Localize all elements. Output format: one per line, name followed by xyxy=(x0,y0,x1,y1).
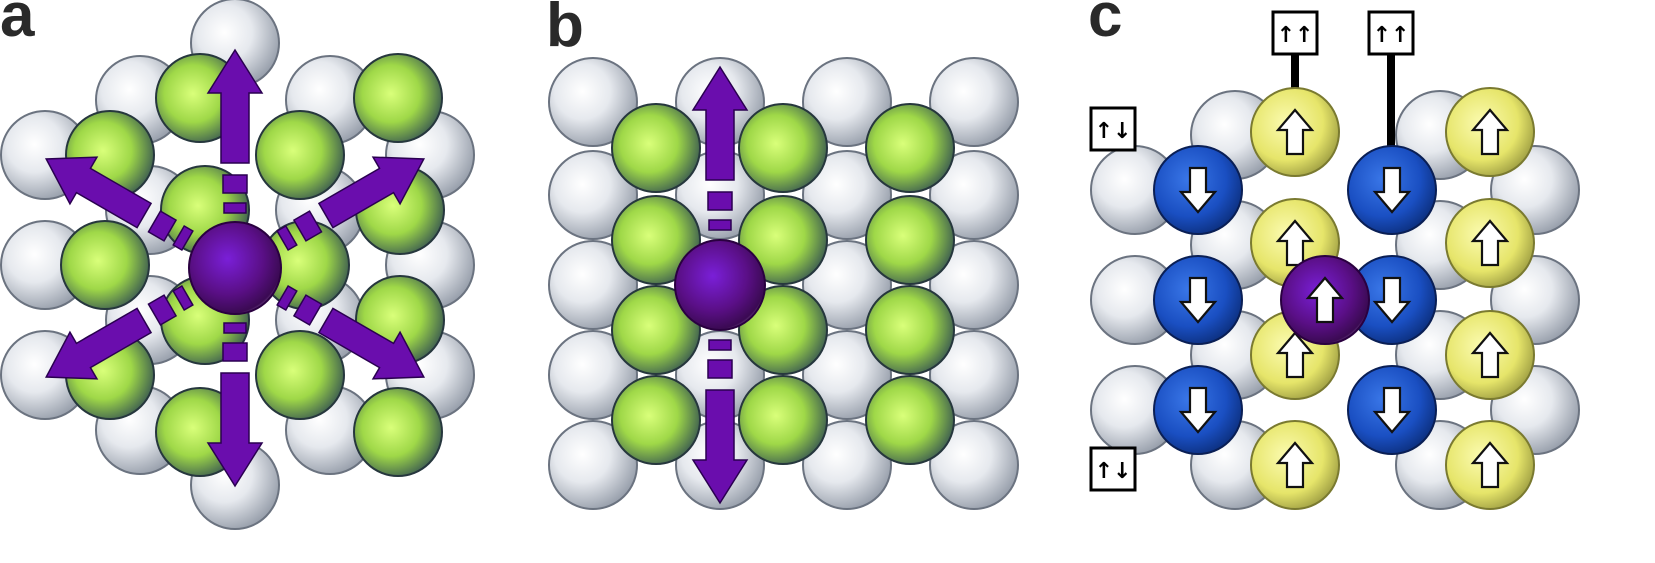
arrow-head xyxy=(691,389,749,505)
spin-box-side-lower-label: ↑↓ xyxy=(1095,459,1132,484)
arrow-dash xyxy=(147,294,178,326)
substrate-atom xyxy=(802,420,892,510)
arrow-dash xyxy=(707,191,733,211)
substrate-atom xyxy=(548,330,638,420)
panel-c-antiferro-lattice xyxy=(1090,54,1580,510)
first-layer-atom xyxy=(611,285,701,375)
adatom xyxy=(188,221,282,315)
substrate-atom xyxy=(929,240,1019,330)
arrow-head xyxy=(206,48,264,164)
arrow-dash xyxy=(707,359,733,379)
spin-box-top-right-label: ↑↑ xyxy=(1373,23,1410,48)
arrow-head xyxy=(691,65,749,181)
diffusion-arrow xyxy=(691,65,749,231)
first-layer-atom xyxy=(255,330,345,420)
arrow-up-icon xyxy=(1305,276,1345,324)
substrate-atom xyxy=(802,150,892,240)
arrow-up-icon xyxy=(1470,441,1510,489)
arrow-up-icon xyxy=(1470,219,1510,267)
spin-box-side-upper-label: ↑↓ xyxy=(1095,119,1132,144)
first-layer-atom xyxy=(738,103,828,193)
first-layer-atom xyxy=(611,195,701,285)
arrow-down-icon xyxy=(1372,386,1412,434)
substrate-atom xyxy=(929,150,1019,240)
substrate-atom xyxy=(929,420,1019,510)
arrow-dash xyxy=(222,342,248,362)
panel-label-b: b xyxy=(546,0,584,60)
spin-box-side-lower: ↑↓ xyxy=(1089,446,1137,492)
first-layer-atom xyxy=(255,110,345,200)
panel-a-hex-lattice xyxy=(0,0,475,530)
diffusion-arrow xyxy=(276,156,426,252)
substrate-atom xyxy=(802,57,892,147)
substrate-atom xyxy=(548,57,638,147)
diffusion-arrow xyxy=(206,48,264,214)
panel-label-c: c xyxy=(1088,0,1122,50)
arrow-dash xyxy=(147,210,178,242)
arrow-head xyxy=(317,156,426,229)
first-layer-atom xyxy=(353,387,443,477)
diffusion-arrow xyxy=(206,322,264,488)
arrow-up-icon xyxy=(1470,331,1510,379)
first-layer-atom xyxy=(738,285,828,375)
arrow-dash xyxy=(222,174,248,194)
spin-box-side-upper: ↑↓ xyxy=(1089,106,1137,152)
first-layer-atom xyxy=(865,375,955,465)
arrow-dash xyxy=(276,224,298,252)
first-layer-atom xyxy=(60,220,150,310)
arrow-dash xyxy=(172,224,194,252)
arrow-dash xyxy=(292,210,323,242)
substrate-atom xyxy=(802,330,892,420)
substrate-atom xyxy=(929,330,1019,420)
first-layer-atom xyxy=(865,195,955,285)
substrate-atom xyxy=(548,420,638,510)
substrate-atom xyxy=(802,240,892,330)
arrow-dash xyxy=(276,284,298,312)
first-layer-atom xyxy=(353,53,443,143)
arrow-dash xyxy=(292,294,323,326)
spin-box-top-left: ↑↑ xyxy=(1271,10,1319,56)
arrow-dash xyxy=(708,219,732,231)
arrow-down-icon xyxy=(1178,276,1218,324)
panel-label-a: a xyxy=(0,0,35,50)
diffusion-arrow xyxy=(276,284,426,380)
spin-box-top-right: ↑↑ xyxy=(1367,10,1415,56)
substrate-atom xyxy=(548,240,638,330)
first-layer-atom xyxy=(738,195,828,285)
panel-b-square-lattice xyxy=(548,57,1019,510)
arrow-head xyxy=(206,372,264,488)
substrate-atom xyxy=(929,57,1019,147)
diffusion-arrow xyxy=(691,339,749,505)
diffusion-arrow xyxy=(44,284,194,380)
arrow-down-icon xyxy=(1178,386,1218,434)
first-layer-atom xyxy=(611,375,701,465)
first-layer-atom xyxy=(738,375,828,465)
first-layer-atom xyxy=(865,285,955,375)
arrow-down-icon xyxy=(1372,276,1412,324)
adatom xyxy=(674,239,766,331)
arrow-head xyxy=(44,156,153,229)
arrow-dash xyxy=(172,284,194,312)
arrow-dash xyxy=(223,322,247,334)
arrow-down-icon xyxy=(1178,166,1218,214)
arrow-up-icon xyxy=(1470,108,1510,156)
first-layer-atom xyxy=(611,103,701,193)
arrow-dash xyxy=(708,339,732,351)
spin-box-top-left-label: ↑↑ xyxy=(1277,23,1314,48)
first-layer-atom xyxy=(865,103,955,193)
arrow-dash xyxy=(223,202,247,214)
diffusion-arrow xyxy=(44,156,194,252)
arrow-up-icon xyxy=(1275,331,1315,379)
arrow-head xyxy=(44,307,153,380)
arrow-up-icon xyxy=(1275,441,1315,489)
arrow-up-icon xyxy=(1275,108,1315,156)
arrow-down-icon xyxy=(1372,166,1412,214)
substrate-atom xyxy=(548,150,638,240)
arrow-head xyxy=(317,307,426,380)
